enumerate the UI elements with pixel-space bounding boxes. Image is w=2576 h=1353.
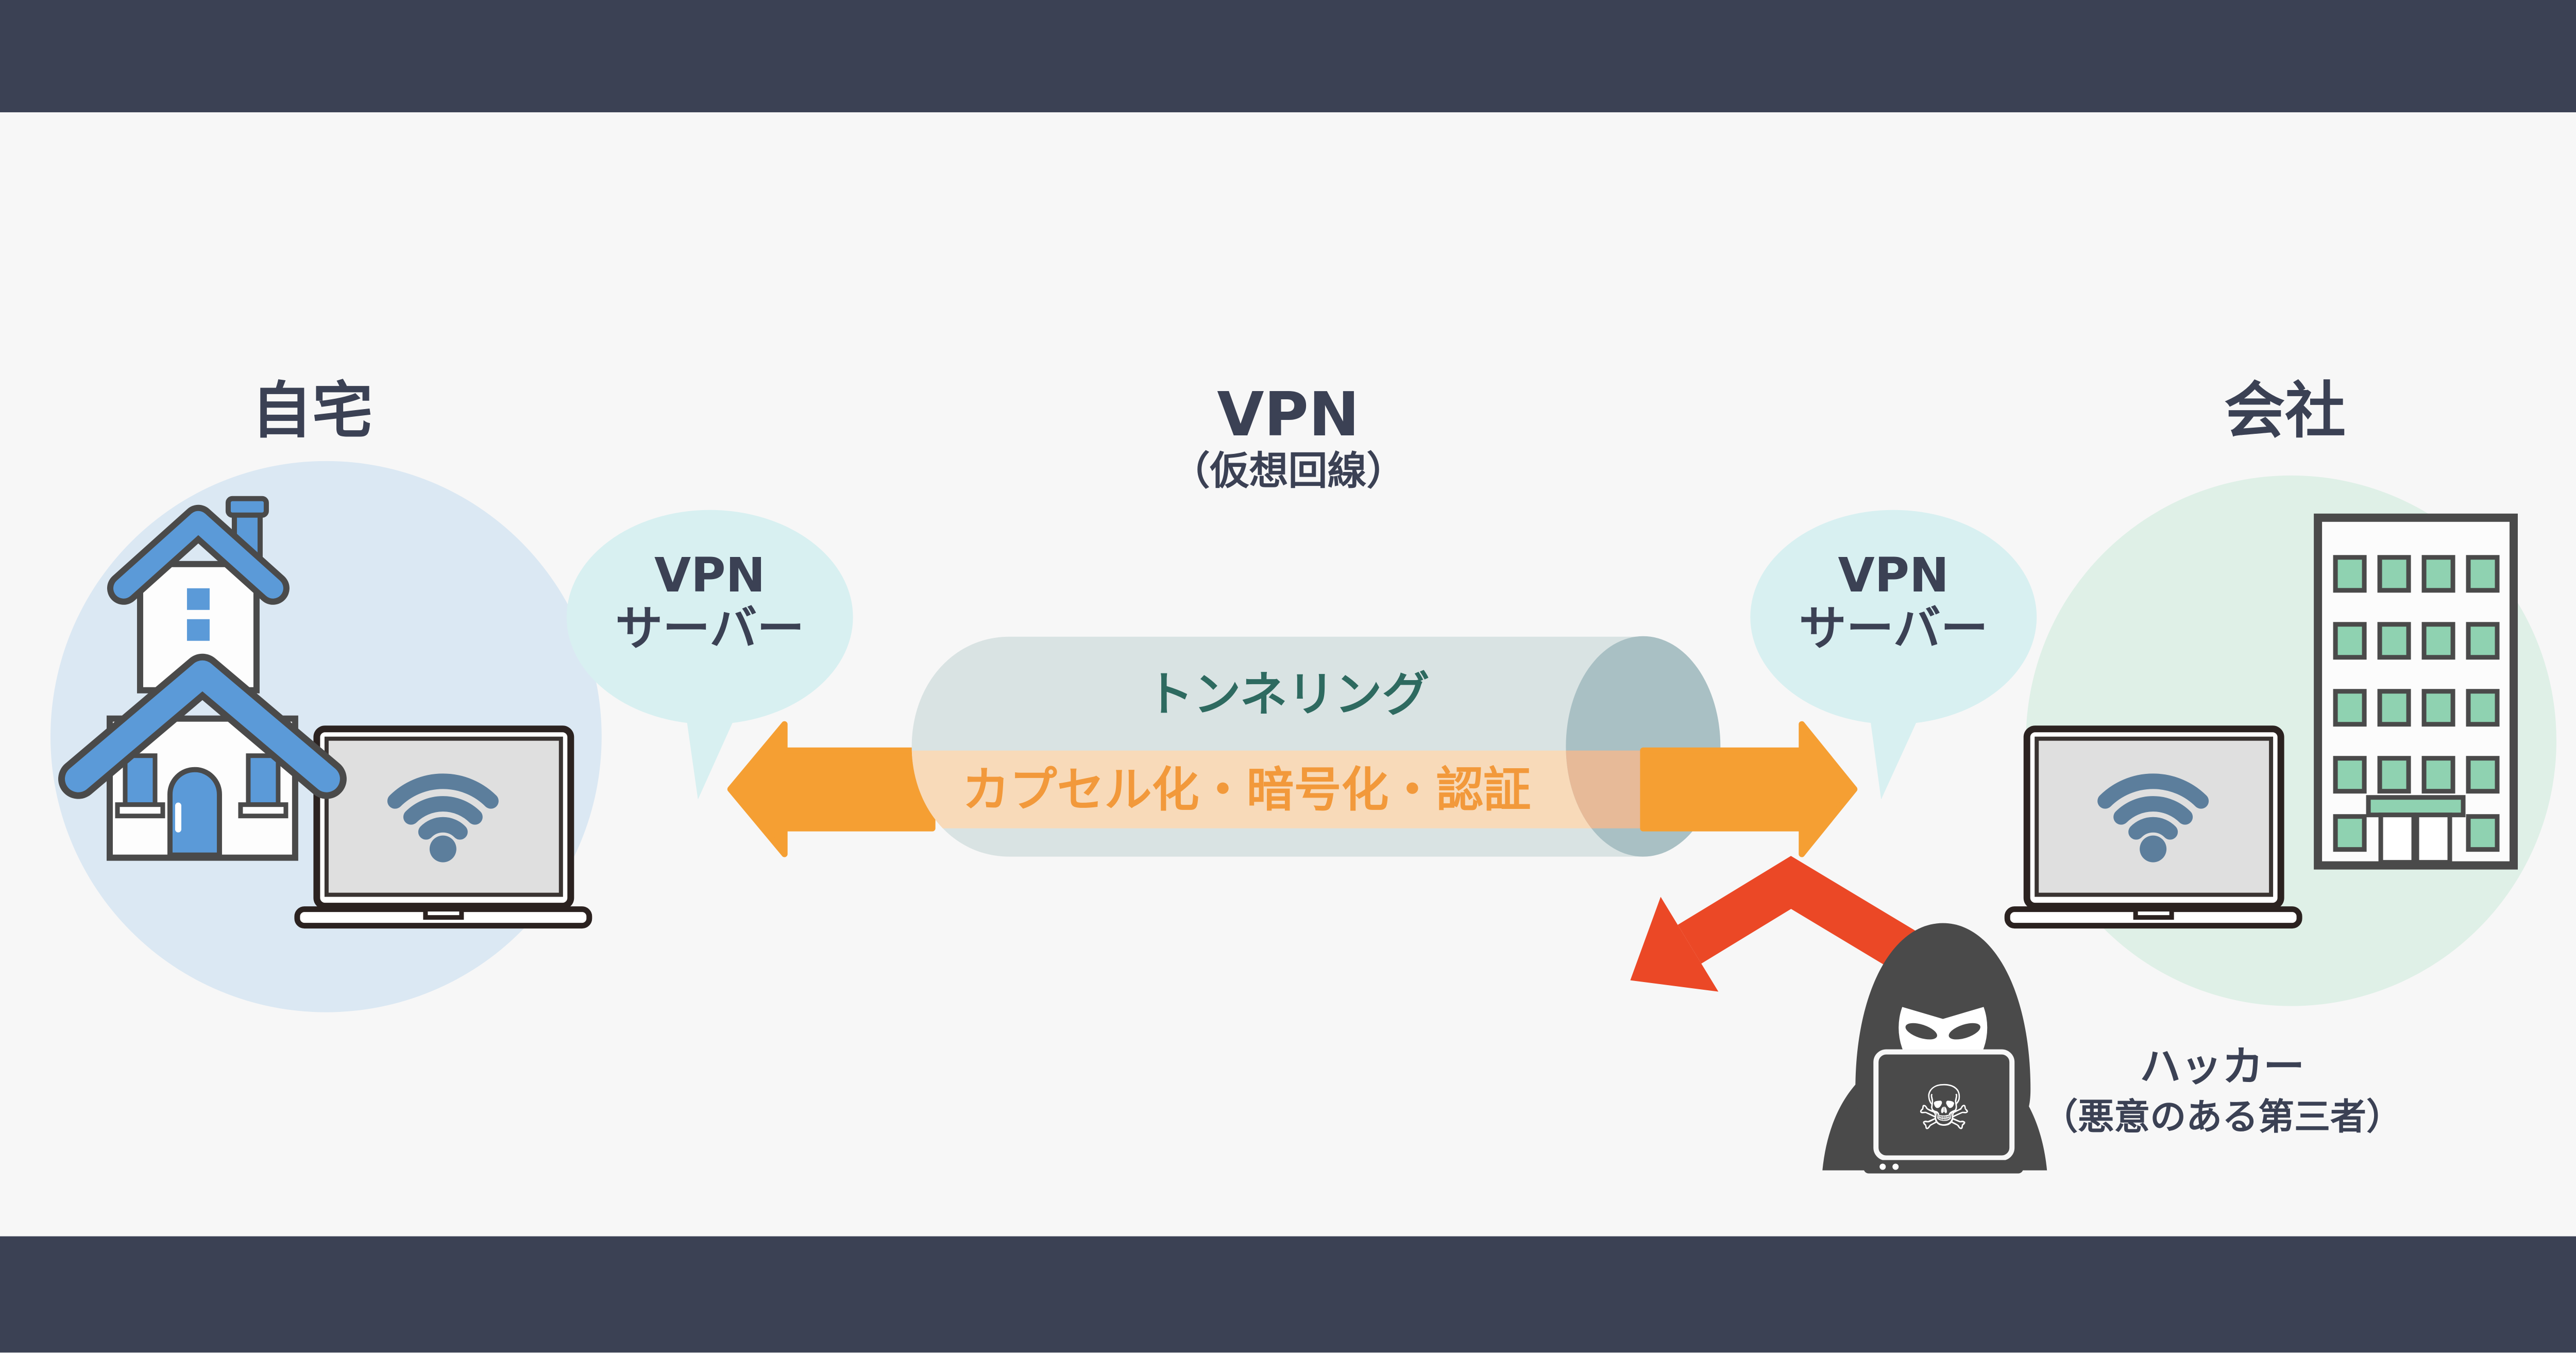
- wifi-icon: [2097, 773, 2209, 862]
- vpn-subtitle: （仮想回線）: [1171, 448, 1406, 494]
- right-bubble-line1: VPN: [1838, 548, 1949, 603]
- skull-crossbones-icon: ☠: [1916, 1073, 1972, 1144]
- house-window-right: [238, 753, 289, 819]
- hacker-laptop-light: [1892, 1163, 1899, 1170]
- speech-bubble-icon: [1750, 510, 2037, 724]
- hacker-laptop-light: [1879, 1163, 1886, 1170]
- vpn-arrow-right-icon: [1640, 721, 1858, 857]
- home-laptop-icon: [294, 725, 592, 929]
- attack-arrow-shaft: [1677, 856, 1918, 971]
- laptop-notch: [423, 907, 464, 920]
- company-title: 会社: [2224, 375, 2346, 446]
- house-upper-window: [187, 588, 210, 610]
- right-bubble-line2: サーバー: [1799, 601, 1988, 656]
- hacker-icon: ☠: [1822, 923, 2047, 1174]
- left-bubble-line1: VPN: [654, 548, 766, 603]
- entrance-awning: [2366, 795, 2466, 818]
- speech-bubble-icon: [566, 510, 853, 724]
- home-title: 自宅: [251, 375, 373, 446]
- building-entrance: [2366, 795, 2466, 865]
- hacker-laptop-base: [1863, 1160, 2024, 1174]
- house-upper-roof: [113, 511, 283, 599]
- hacker-title: ハッカー: [2140, 1043, 2304, 1091]
- hacker-eye-right: [1948, 1023, 1980, 1040]
- attack-arrow-icon: [1630, 856, 1918, 992]
- tunnel-band: [911, 750, 1643, 828]
- entrance-door: [2378, 813, 2416, 865]
- laptop-screen: [324, 736, 563, 897]
- left-vpn-server-bubble: VPN サーバー: [566, 510, 853, 800]
- speech-bubble-tail: [686, 716, 736, 800]
- speech-bubble-tail: [1870, 716, 1920, 800]
- tunneling-label: トンネリング: [1146, 667, 1430, 722]
- bottom-frame-bar: [0, 1236, 2576, 1353]
- laptop-notch: [2133, 907, 2174, 920]
- laptop-screen: [2035, 736, 2274, 897]
- hacker-eye-left: [1905, 1023, 1937, 1040]
- vpn-title: VPN: [1217, 379, 1360, 450]
- house-icon: [58, 496, 347, 861]
- house-lower-roof: [64, 660, 340, 792]
- building-windows: [2333, 555, 2500, 852]
- house-window-left: [115, 753, 165, 819]
- hacker-hood-brim: [1885, 968, 2001, 1019]
- attack-arrow-head: [1630, 897, 1719, 992]
- entrance-door: [2414, 813, 2452, 865]
- hacker-subtitle: （悪意のある第三者）: [2042, 1096, 2402, 1138]
- house-door: [167, 767, 222, 858]
- hacker-laptop-screen: [1873, 1049, 2015, 1161]
- wifi-icon: [387, 773, 499, 862]
- right-vpn-server-bubble: VPN サーバー: [1750, 510, 2037, 800]
- tunnel-band-label: カプセル化・暗号化・認証: [962, 763, 1531, 818]
- left-bubble-line2: サーバー: [615, 601, 804, 656]
- house-upper-window: [187, 619, 210, 641]
- company-laptop-icon: [2004, 725, 2302, 929]
- building-icon: [2314, 513, 2518, 870]
- top-frame-bar: [0, 0, 2576, 112]
